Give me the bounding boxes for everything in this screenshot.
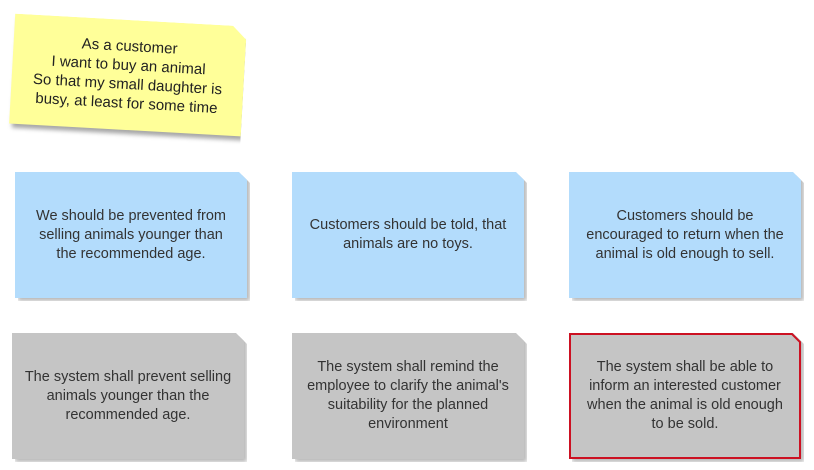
goal-card-text: Customers should be encouraged to return…: [569, 172, 801, 298]
requirement-card[interactable]: The system shall prevent selling animals…: [12, 333, 244, 459]
requirement-card-text: The system shall remind the employee to …: [292, 333, 524, 459]
goal-card-text: We should be prevented from selling anim…: [15, 172, 247, 298]
user-story-note[interactable]: As a customer I want to buy an animal So…: [9, 14, 247, 137]
goal-card-text: Customers should be told, that animals a…: [292, 172, 524, 298]
goal-card[interactable]: Customers should be told, that animals a…: [292, 172, 524, 298]
goal-card[interactable]: Customers should be encouraged to return…: [569, 172, 801, 298]
requirement-card-selected[interactable]: The system shall be able to inform an in…: [569, 333, 801, 459]
requirement-card[interactable]: The system shall remind the employee to …: [292, 333, 524, 459]
requirement-card-text: The system shall be able to inform an in…: [569, 333, 801, 459]
requirement-card-text: The system shall prevent selling animals…: [12, 333, 244, 459]
goal-card[interactable]: We should be prevented from selling anim…: [15, 172, 247, 298]
